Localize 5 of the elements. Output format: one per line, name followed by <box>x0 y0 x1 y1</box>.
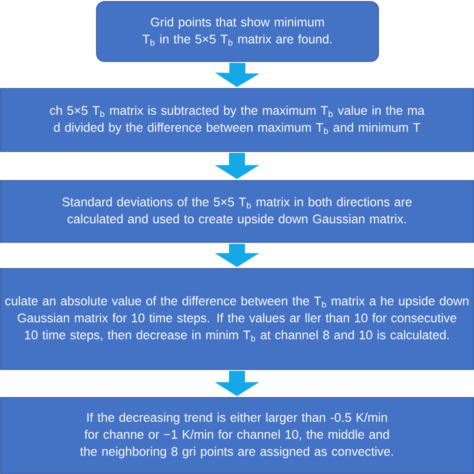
process-box: culate an absolute value of the difference between the T$_{b}$ matrix a he upside down Gaussian matrix for 10 time steps. If the values ar ller than 10 for consecutive 10 time steps, then decrease in minim T$_{b}$ at channel 8 and 10 is calculated. <box>0 268 474 370</box>
process-box: ch 5×5 T$_{b}$ matrix is subtracted by the maximum T$_{b}$ value in the ma d divided by the difference between maximum T$_{b}$ and minimum T <box>0 88 474 152</box>
process-box: Standard deviations of the 5×5 T$_{b}$ matrix in both directions are calculated and used to create upside down Gaussian matrix. <box>0 180 474 243</box>
process-box: Grid points that show minimum T$_{b}$ in the 5×5 T$_{b}$ matrix are found. <box>96 1 379 62</box>
process-box: If the decreasing trend is either larger than -0.5 K/min for channe or −1 K/min for channel 10, the middle and the neighboring 8 gri points are assigned as convective. <box>0 397 474 474</box>
